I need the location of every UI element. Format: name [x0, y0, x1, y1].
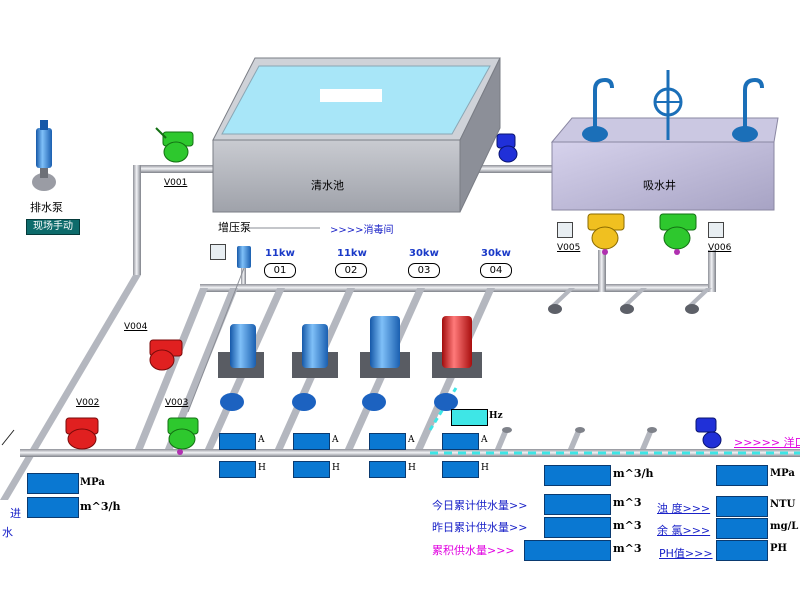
- pump-03-hours-unit: H: [408, 463, 416, 473]
- pump-03-hours-display: [369, 461, 406, 478]
- inlet-pressure-unit: MPa: [80, 477, 105, 488]
- today-supply-unit: m^3: [613, 496, 642, 509]
- pump-01-current-display: [219, 433, 256, 450]
- yesterday-supply-label: 昨日累计供水量>>: [432, 521, 528, 534]
- pump-02-hours-unit: H: [332, 463, 340, 473]
- outlet-pressure-unit: MPa: [770, 468, 795, 479]
- pump-03-current-unit: A: [408, 435, 415, 445]
- frequency-display: [451, 409, 488, 426]
- clear-water-tank-label: 清水池: [311, 179, 344, 192]
- pump-02-number[interactable]: 02: [335, 263, 367, 278]
- suction-well[interactable]: [550, 70, 779, 211]
- drainage-pump-label: 排水泵: [30, 201, 63, 214]
- booster-pump-label: 增压泵: [218, 221, 251, 234]
- valve-blue-outlet[interactable]: [695, 417, 722, 449]
- tank-level-display: [320, 89, 382, 102]
- cumulative-supply-label: 累积供水量>>>: [432, 544, 515, 557]
- pump-01-hours-unit: H: [258, 463, 266, 473]
- inlet-flow-unit: m^3/h: [80, 500, 121, 513]
- main-pump-03[interactable]: [360, 316, 410, 411]
- suction-well-label: 吸水井: [643, 179, 676, 192]
- today-supply-display: [544, 494, 611, 515]
- outlet-pressure-display: [716, 465, 768, 486]
- valve-v001[interactable]: [155, 127, 194, 163]
- inlet-label-top: 进: [10, 507, 21, 520]
- drainage-pump-graphic[interactable]: [32, 120, 56, 191]
- valve-v005-label[interactable]: V005: [557, 243, 581, 253]
- flow-indicator: [428, 387, 800, 455]
- pump-02-power: 11kw: [337, 248, 367, 259]
- inlet-marker: [1, 429, 15, 446]
- pump-04-hours-display: [442, 461, 479, 478]
- frequency-unit: Hz: [489, 411, 503, 421]
- pump-01-number[interactable]: 01: [264, 263, 296, 278]
- ph-link[interactable]: PH值>>>: [659, 547, 713, 560]
- ph-unit: PH: [770, 543, 787, 554]
- valve-v006-label[interactable]: V006: [708, 243, 732, 253]
- cumulative-supply-unit: m^3: [613, 542, 642, 555]
- valve-v006[interactable]: [659, 213, 697, 255]
- valve-v002[interactable]: [65, 417, 99, 450]
- valve-blue-top[interactable]: [496, 133, 518, 163]
- valve-v003-label[interactable]: V003: [165, 398, 189, 408]
- inlet-flow-display: [27, 497, 79, 518]
- outlet-link[interactable]: >>>>> 洋口: [734, 436, 800, 449]
- pump-01-power: 11kw: [265, 248, 295, 259]
- pump-02-hours-display: [293, 461, 330, 478]
- valve-v004-label[interactable]: V004: [124, 322, 148, 332]
- pump-04-number[interactable]: 04: [480, 263, 512, 278]
- pump-03-power: 30kw: [409, 248, 439, 259]
- yesterday-supply-unit: m^3: [613, 519, 642, 532]
- pump-04-current-unit: A: [481, 435, 488, 445]
- chlorine-unit: mg/L: [770, 521, 799, 532]
- v006-status-icon[interactable]: [708, 222, 724, 238]
- ph-display: [716, 540, 768, 561]
- outlet-flow-unit: m^3/h: [613, 467, 654, 480]
- pump-03-number[interactable]: 03: [408, 263, 440, 278]
- turbidity-link[interactable]: 浊 度>>>: [657, 502, 711, 515]
- yesterday-supply-display: [544, 517, 611, 538]
- valve-v005[interactable]: [587, 213, 625, 255]
- clear-water-tank[interactable]: [212, 57, 501, 213]
- valve-v002-label[interactable]: V002: [76, 398, 100, 408]
- pump-02-current-display: [293, 433, 330, 450]
- booster-pump[interactable]: [237, 246, 251, 268]
- pump-04-hours-unit: H: [481, 463, 489, 473]
- disinfection-link[interactable]: >>>>消毒间: [330, 225, 394, 236]
- v005-status-icon[interactable]: [557, 222, 573, 238]
- cumulative-supply-display: [524, 540, 611, 561]
- valve-v004[interactable]: [149, 339, 183, 371]
- turbidity-unit: NTU: [770, 499, 796, 510]
- today-supply-label: 今日累计供水量>>: [432, 499, 528, 512]
- booster-status-icon[interactable]: [210, 244, 226, 260]
- turbidity-display: [716, 496, 768, 517]
- main-pump-01[interactable]: [218, 324, 264, 411]
- valve-v003[interactable]: [167, 417, 199, 455]
- drainage-mode-button[interactable]: 现场手动: [26, 219, 80, 235]
- inlet-pressure-display: [27, 473, 79, 494]
- pump-02-current-unit: A: [332, 435, 339, 445]
- outlet-nubs: [502, 304, 699, 433]
- pump-03-current-display: [369, 433, 406, 450]
- pump-01-hours-display: [219, 461, 256, 478]
- main-pump-02[interactable]: [292, 324, 338, 411]
- pump-04-current-display: [442, 433, 479, 450]
- pump-01-current-unit: A: [258, 435, 265, 445]
- chlorine-link[interactable]: 余 氯>>>: [657, 524, 711, 537]
- main-pump-04[interactable]: [432, 316, 482, 411]
- pump-04-power: 30kw: [481, 248, 511, 259]
- chlorine-display: [716, 518, 768, 539]
- inlet-label-bottom: 水: [2, 526, 13, 539]
- valve-v001-label[interactable]: V001: [164, 178, 188, 188]
- outlet-flow-display: [544, 465, 611, 486]
